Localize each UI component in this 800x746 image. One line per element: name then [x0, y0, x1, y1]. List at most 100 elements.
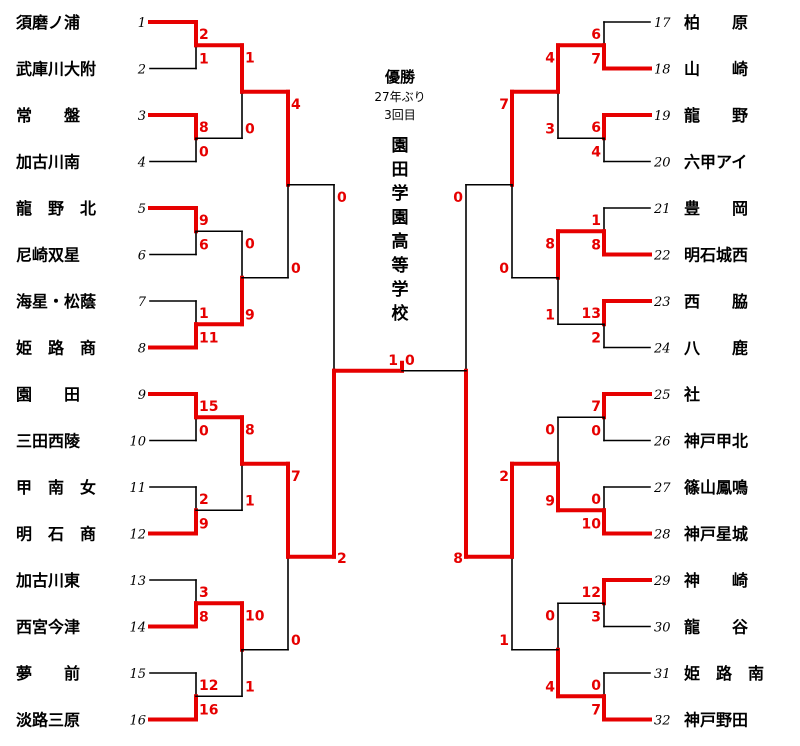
score-label: 0 — [245, 236, 255, 252]
score-label: 12 — [199, 678, 218, 694]
team-name: 加古川南 — [15, 153, 80, 172]
score-label: 0 — [545, 608, 555, 624]
score-label: 2 — [199, 27, 209, 43]
team-seed: 12 — [129, 528, 146, 543]
team-name: 神戸星城 — [684, 525, 748, 544]
team-seed: 2 — [137, 63, 146, 78]
team-name: 須磨ノ浦 — [15, 13, 80, 32]
score-label: 4 — [545, 50, 555, 66]
team-name: 神戸甲北 — [684, 432, 748, 451]
team-seed: 17 — [654, 16, 671, 31]
team-seed: 30 — [654, 621, 671, 636]
team-name: 龍 谷 — [684, 618, 749, 637]
team-seed: 20 — [653, 156, 671, 171]
team-seed: 28 — [653, 528, 671, 543]
team-name: 海星・松蔭 — [16, 292, 97, 311]
team-name: 龍 野 北 — [16, 199, 96, 218]
team-seed: 6 — [138, 249, 146, 264]
score-label: 1 — [199, 306, 209, 322]
team-seed: 25 — [653, 388, 671, 403]
team-seed: 18 — [654, 63, 671, 78]
team-seed: 27 — [653, 481, 671, 496]
team-name: 社 — [683, 385, 700, 404]
final-score-left: 1 — [388, 353, 398, 369]
team-seed: 32 — [654, 714, 671, 729]
team-name: 豊 岡 — [684, 199, 748, 218]
score-label: 7 — [291, 469, 301, 485]
score-label: 8 — [245, 422, 255, 438]
score-label: 0 — [199, 145, 209, 161]
score-label: 13 — [582, 306, 601, 322]
champion-panel: 優勝 27年ぶり 3回目 園田学園高等学校 — [352, 66, 448, 326]
score-label: 7 — [591, 703, 601, 719]
score-label: 0 — [337, 190, 347, 206]
score-label: 0 — [291, 261, 301, 277]
team-name: 八 鹿 — [683, 339, 748, 358]
team-seed: 23 — [653, 295, 671, 310]
team-name: 尼崎双星 — [16, 246, 80, 265]
score-label: 15 — [199, 399, 218, 415]
team-name: 三田西陵 — [16, 432, 81, 451]
team-name: 夢 前 — [16, 664, 80, 683]
team-seed: 15 — [129, 667, 146, 682]
team-name: 姫 路 商 — [16, 339, 96, 358]
score-label: 3 — [591, 610, 601, 626]
champion-count: 3回目 — [384, 108, 416, 122]
team-name: 神 崎 — [684, 571, 748, 590]
team-name: 甲 南 女 — [16, 478, 96, 497]
score-label: 6 — [199, 238, 209, 254]
team-seed: 9 — [138, 388, 146, 403]
team-seed: 1 — [138, 16, 146, 31]
team-seed: 31 — [654, 667, 671, 682]
score-label: 0 — [499, 261, 509, 277]
score-label: 10 — [582, 517, 602, 533]
team-name: 明石城西 — [684, 246, 748, 265]
team-seed: 3 — [138, 109, 146, 124]
score-label: 6 — [591, 27, 601, 43]
score-label: 2 — [199, 492, 209, 508]
team-name: 篠山鳳鳴 — [684, 478, 748, 497]
team-seed: 11 — [129, 481, 146, 496]
score-label: 8 — [545, 236, 555, 252]
team-name: 園 田 — [16, 385, 80, 404]
team-name: 姫 路 南 — [684, 664, 764, 683]
team-seed: 5 — [138, 202, 146, 217]
score-label: 7 — [591, 52, 601, 68]
team-seed: 29 — [653, 574, 671, 589]
score-label: 0 — [545, 422, 555, 438]
score-label: 9 — [245, 307, 255, 323]
team-seed: 24 — [653, 342, 671, 357]
team-name: 柏 原 — [684, 13, 748, 32]
score-label: 1 — [499, 633, 509, 649]
score-label: 11 — [199, 331, 218, 347]
score-label: 16 — [199, 703, 218, 719]
score-label: 7 — [591, 399, 601, 415]
team-seed: 10 — [129, 435, 146, 450]
team-name: 神戸野田 — [684, 711, 748, 730]
score-label: 1 — [591, 213, 601, 229]
team-name: 武庫川大附 — [16, 60, 96, 79]
team-name: 明 石 商 — [16, 525, 96, 544]
team-name: 淡路三原 — [16, 711, 80, 730]
score-label: 0 — [199, 424, 209, 440]
team-seed: 4 — [137, 156, 146, 171]
score-label: 1 — [245, 50, 255, 66]
score-label: 9 — [199, 213, 209, 229]
team-seed: 21 — [653, 202, 671, 217]
champion-name: 園田学園高等学校 — [391, 136, 409, 324]
team-seed: 7 — [138, 295, 147, 310]
team-name: 六甲アイ — [684, 153, 747, 172]
team-name: 龍 野 — [684, 106, 748, 125]
score-label: 0 — [291, 633, 301, 649]
score-label: 1 — [245, 493, 255, 509]
score-label: 6 — [591, 120, 601, 136]
score-label: 0 — [591, 492, 601, 508]
score-label: 7 — [499, 97, 509, 113]
score-label: 2 — [499, 469, 509, 485]
score-label: 9 — [199, 517, 209, 533]
score-label: 2 — [337, 551, 347, 567]
team-name: 西宮今津 — [16, 618, 80, 637]
team-seed: 16 — [129, 714, 146, 729]
